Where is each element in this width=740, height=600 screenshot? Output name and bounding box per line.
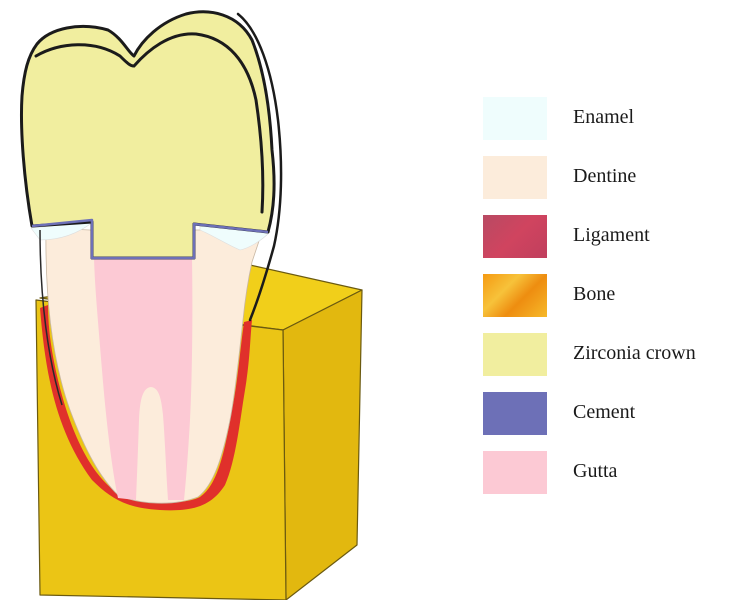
- legend-label-cement: Cement: [573, 400, 635, 424]
- legend-item-cement: Cement: [483, 392, 733, 436]
- legend-item-dentine: Dentine: [483, 156, 733, 200]
- legend-item-enamel: Enamel: [483, 97, 733, 141]
- legend-swatch-bone: [483, 274, 547, 317]
- legend-swatch-enamel: [483, 97, 547, 140]
- legend-item-gutta: Gutta: [483, 451, 733, 495]
- legend-swatch-cement: [483, 392, 547, 435]
- legend-swatch-gutta: [483, 451, 547, 494]
- legend-label-bone: Bone: [573, 282, 615, 306]
- legend-item-ligament: Ligament: [483, 215, 733, 259]
- legend-label-ligament: Ligament: [573, 223, 650, 247]
- legend-label-enamel: Enamel: [573, 105, 634, 129]
- legend-swatch-zirconia: [483, 333, 547, 376]
- legend-item-bone: Bone: [483, 274, 733, 318]
- legend-label-gutta: Gutta: [573, 459, 617, 483]
- legend-label-zirconia: Zirconia crown: [573, 341, 696, 365]
- legend-label-dentine: Dentine: [573, 164, 636, 188]
- legend-swatch-ligament: [483, 215, 547, 258]
- legend-swatch-dentine: [483, 156, 547, 199]
- bone-side-face: [283, 290, 362, 600]
- zirconia-crown: [21, 12, 274, 258]
- legend-item-zirconia: Zirconia crown: [483, 333, 733, 377]
